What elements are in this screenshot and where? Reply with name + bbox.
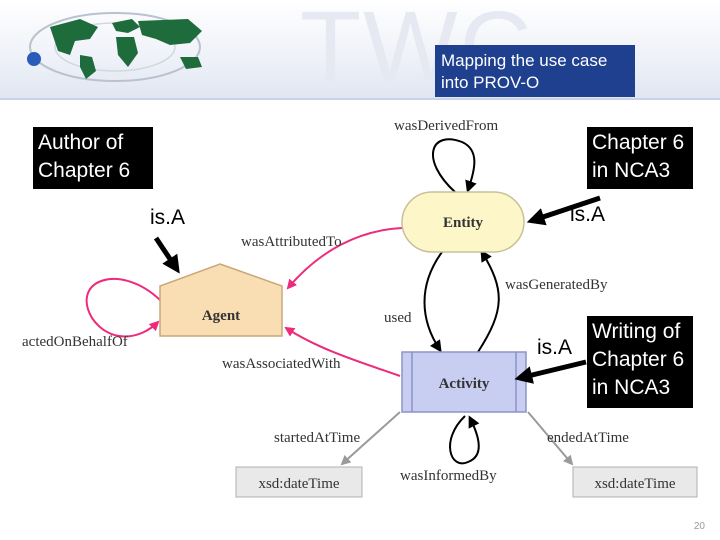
callout-chapter-line2: in NCA3: [592, 159, 671, 182]
edge-was-associated-with: [284, 326, 401, 377]
isa-label-entity: is.A: [570, 203, 606, 226]
label-ended-at-time: endedAtTime: [547, 430, 629, 446]
callout-writing: Writing of Chapter 6 in NCA3: [587, 316, 693, 408]
slide-title-line2: into PROV-O: [441, 73, 540, 92]
world-map-logo-icon: [27, 12, 202, 82]
callout-author-line1: Author of: [38, 131, 124, 154]
callout-chapter-line1: Chapter 6: [592, 131, 685, 154]
label-was-attributed-to: wasAttributedTo: [241, 234, 342, 250]
slide-title-line1: Mapping the use case: [441, 51, 608, 70]
page-number: 20: [693, 521, 705, 532]
edge-was-informed-by: [449, 415, 480, 465]
callout-author: Author of Chapter 6: [33, 127, 153, 189]
edge-started-at-time: [340, 411, 401, 466]
entity-node-label: Entity: [443, 215, 484, 231]
edge-was-derived-from: [432, 138, 477, 193]
label-was-associated-with: wasAssociatedWith: [222, 356, 341, 372]
agent-node-label: Agent: [202, 308, 240, 324]
isa-label-activity: is.A: [537, 336, 573, 359]
edge-was-generated-by: [477, 249, 500, 353]
datetime-label-left: xsd:dateTime: [258, 476, 339, 492]
callout-writing-line3: in NCA3: [592, 376, 671, 399]
callout-chapter: Chapter 6 in NCA3: [587, 127, 693, 189]
callout-writing-line1: Writing of: [592, 320, 681, 343]
callout-author-line2: Chapter 6: [38, 159, 131, 182]
label-was-generated-by: wasGeneratedBy: [505, 277, 608, 293]
edge-ended-at-time: [527, 411, 574, 466]
isa-arrow-activity: [514, 359, 587, 384]
isa-arrow-agent: [153, 236, 180, 274]
label-used: used: [384, 310, 412, 326]
label-started-at-time: startedAtTime: [274, 430, 360, 446]
agent-node: [159, 263, 283, 337]
datetime-box-left: [235, 466, 363, 498]
datetime-label-right: xsd:dateTime: [594, 476, 675, 492]
entity-node: [401, 191, 525, 253]
isa-label-agent: is.A: [150, 206, 186, 229]
label-acted-on-behalf-of: actedOnBehalfOf: [22, 334, 128, 350]
label-was-informed-by: wasInformedBy: [400, 468, 497, 484]
isa-arrow-entity: [526, 195, 601, 226]
datetime-box-right: [572, 466, 698, 498]
activity-node-label: Activity: [439, 376, 490, 392]
label-was-derived-from: wasDerivedFrom: [394, 118, 498, 134]
edge-used: [423, 251, 443, 353]
slide-title: Mapping the use case into PROV-O: [435, 45, 635, 97]
callout-writing-line2: Chapter 6: [592, 348, 685, 371]
header-divider: [0, 98, 720, 100]
edge-acted-on-behalf-of: [85, 277, 161, 338]
edge-was-attributed-to: [286, 227, 403, 290]
